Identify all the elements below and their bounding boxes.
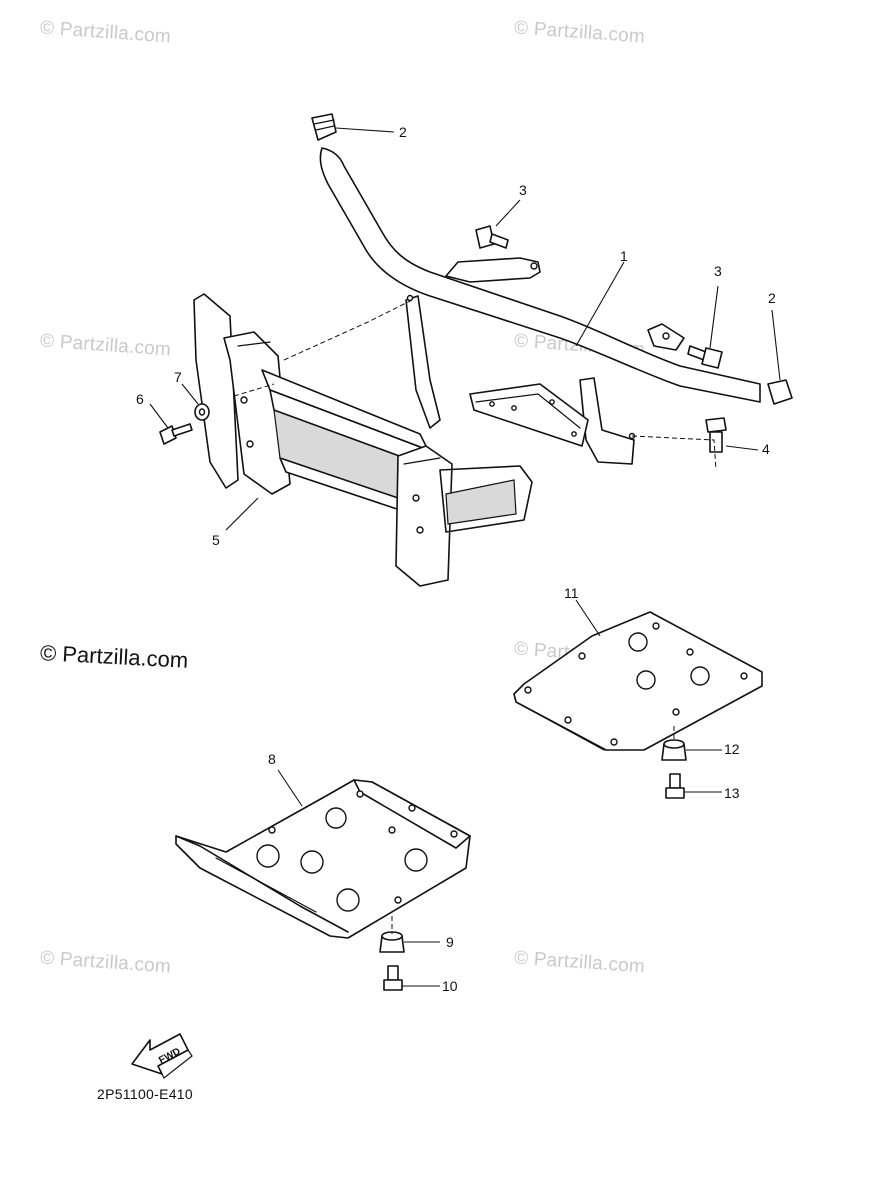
callout-12: 12 bbox=[724, 741, 740, 757]
front-bumper bbox=[193, 293, 533, 587]
callout-10: 10 bbox=[442, 978, 458, 994]
callout-2-right: 2 bbox=[768, 290, 776, 306]
bolt-4 bbox=[705, 417, 727, 453]
callout-1: 1 bbox=[620, 248, 628, 264]
callout-5: 5 bbox=[212, 532, 220, 548]
bolt-13 bbox=[665, 773, 685, 799]
callout-6: 6 bbox=[136, 391, 144, 407]
callout-8: 8 bbox=[268, 751, 276, 767]
callout-4: 4 bbox=[762, 441, 770, 457]
bolt-10 bbox=[383, 965, 403, 991]
callout-3-right: 3 bbox=[714, 263, 722, 279]
bolt-left bbox=[475, 225, 509, 249]
grommet-9 bbox=[379, 931, 405, 953]
callout-11: 11 bbox=[564, 585, 579, 601]
callout-13: 13 bbox=[724, 785, 740, 801]
skid-plate-upper bbox=[513, 611, 763, 751]
end-cap-left bbox=[311, 113, 337, 141]
washer-7 bbox=[194, 403, 210, 421]
diagram-code: 2P51100-E410 bbox=[97, 1086, 193, 1102]
callout-2-left: 2 bbox=[399, 124, 407, 140]
forward-arrow-icon: FWD bbox=[131, 1033, 193, 1079]
screw-6 bbox=[159, 423, 193, 445]
callout-9: 9 bbox=[446, 934, 454, 950]
end-cap-right bbox=[767, 379, 793, 405]
leader-lines bbox=[149, 127, 781, 987]
bolt-right bbox=[687, 345, 723, 369]
callout-3-left: 3 bbox=[519, 182, 527, 198]
front-guard-tube bbox=[319, 147, 761, 465]
skid-plate-lower bbox=[175, 779, 471, 939]
callout-7: 7 bbox=[174, 369, 182, 385]
grommet-12 bbox=[661, 739, 687, 761]
